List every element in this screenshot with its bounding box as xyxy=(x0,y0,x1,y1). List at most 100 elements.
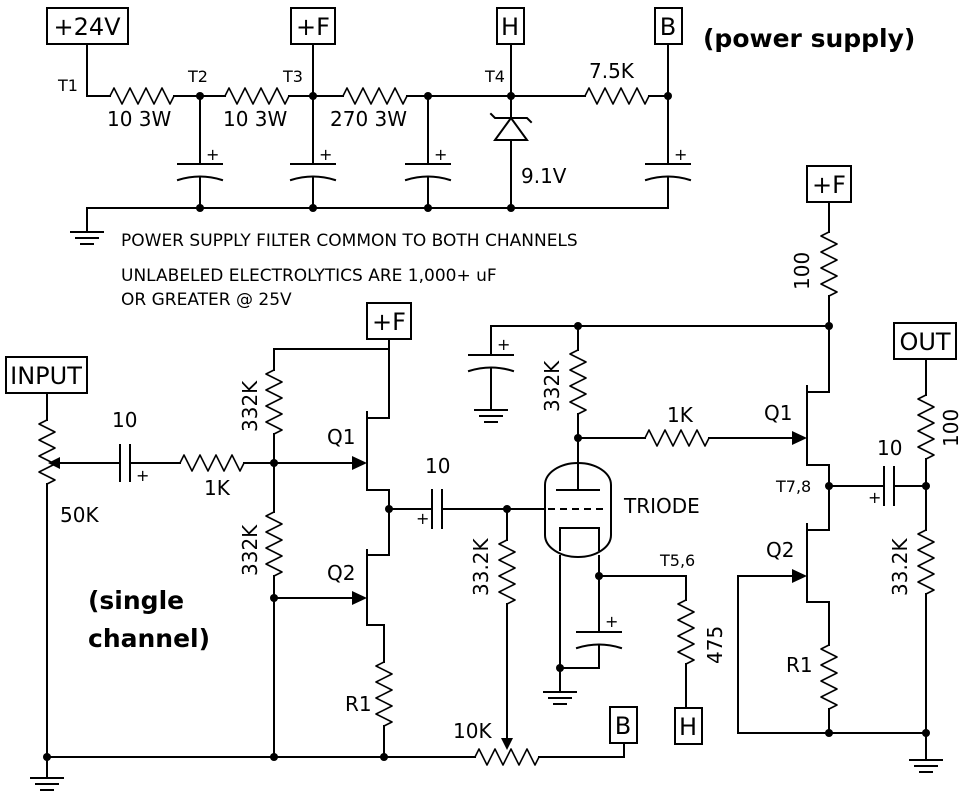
svg-text:+: + xyxy=(434,145,447,164)
pot-10k-label: 10K xyxy=(453,719,492,743)
resistor-7-5k xyxy=(584,87,650,105)
resistor-label-270-3w: 270 3W xyxy=(330,107,407,131)
resistor-bias-upper xyxy=(265,369,283,435)
cap-grid-label: 10 xyxy=(425,454,450,478)
cap-plate-bypass: + xyxy=(467,325,515,411)
rail-f-box-top: +F xyxy=(290,7,336,45)
channel-title-line1: (single xyxy=(88,586,184,615)
svg-text:+: + xyxy=(497,335,510,354)
q2-left-label: Q2 xyxy=(327,561,355,585)
tp-t56: T5,6 xyxy=(659,551,695,570)
resistor-cathode-475 xyxy=(677,599,695,665)
cap-filter-3: + xyxy=(404,95,452,209)
svg-text:+F: +F xyxy=(372,308,406,336)
svg-text:+: + xyxy=(136,466,149,485)
svg-text:B: B xyxy=(615,712,631,740)
triode-label: TRIODE xyxy=(623,494,700,518)
svg-text:INPUT: INPUT xyxy=(10,362,82,390)
svg-text:H: H xyxy=(501,13,519,41)
tp-t2: T2 xyxy=(187,67,208,86)
resistor-10-3w-b xyxy=(224,87,290,105)
resistor-bias-lower-label: 332K xyxy=(238,524,262,576)
svg-text:+: + xyxy=(416,509,429,528)
resistor-100-out xyxy=(917,394,935,460)
cap-filter-1: + xyxy=(176,95,224,209)
resistor-label-10-3w-b: 10 3W xyxy=(223,107,288,131)
q1-left-label: Q1 xyxy=(327,425,355,449)
resistor-grid-label: 33.2K xyxy=(469,537,493,596)
q1-right-label: Q1 xyxy=(764,401,792,425)
resistor-270-3w xyxy=(342,87,408,105)
resistor-label-10-3w-a: 10 3W xyxy=(107,107,172,131)
transistor-q1-right xyxy=(792,385,830,466)
rail-b-box-top: B xyxy=(654,7,683,45)
svg-text:B: B xyxy=(660,13,676,41)
resistor-100-out-label: 100 xyxy=(939,409,960,447)
input-box: INPUT xyxy=(5,356,88,394)
resistor-bias-lower xyxy=(265,511,283,577)
resistor-plate-link-1k xyxy=(644,429,710,447)
transistor-q1-left xyxy=(352,411,390,491)
channel-title-line2: channel) xyxy=(88,624,210,653)
rail-h-box-top: H xyxy=(496,7,525,45)
input-pot-50k xyxy=(38,419,56,485)
tp-t1: T1 xyxy=(57,76,78,95)
resistor-cathode-label: 475 xyxy=(703,626,727,664)
svg-text:+24V: +24V xyxy=(53,13,121,41)
svg-text:H: H xyxy=(679,713,697,741)
ground-icon-input xyxy=(30,777,64,791)
svg-text:+: + xyxy=(868,488,881,507)
q2-right-label: Q2 xyxy=(766,538,794,562)
resistor-100-top xyxy=(820,231,838,297)
ground-icon-output xyxy=(909,759,943,773)
power-supply-title: (power supply) xyxy=(703,24,915,53)
transistor-q2-left xyxy=(352,549,390,663)
resistor-grid-33-2k xyxy=(498,539,516,605)
svg-text:+: + xyxy=(674,145,687,164)
resistor-r1-right xyxy=(820,644,838,710)
resistor-input-label: 1K xyxy=(204,476,231,500)
resistor-out-33-2k xyxy=(917,529,935,595)
rail-h-box-bottom: H xyxy=(674,707,703,745)
power-supply-section: +24V +F H B (power supply) xyxy=(46,7,915,310)
output-box: OUT xyxy=(893,322,957,360)
cap-filter-2: + xyxy=(289,95,337,209)
resistor-bias-upper-label: 332K xyxy=(238,380,262,432)
resistor-out-label: 33.2K xyxy=(888,537,912,596)
cap-input-coupling: + xyxy=(119,444,149,485)
zener-label: 9.1V xyxy=(521,164,567,188)
resistor-100-top-label: 100 xyxy=(790,252,814,290)
svg-text:+F: +F xyxy=(812,171,846,199)
cap-grid-coupling: + xyxy=(416,489,443,529)
svg-text:+: + xyxy=(206,145,219,164)
resistor-label-7-5k: 7.5K xyxy=(589,59,635,83)
pot-10k xyxy=(474,748,540,766)
cap-output-label: 10 xyxy=(877,436,902,460)
tp-t3: T3 xyxy=(282,67,303,86)
r1-right-label: R1 xyxy=(786,653,813,677)
triode-tube xyxy=(544,462,612,669)
svg-text:+F: +F xyxy=(296,13,330,41)
resistor-plate-link-label: 1K xyxy=(667,403,694,427)
rail-24v-box: +24V xyxy=(46,7,129,45)
tp-t78: T7,8 xyxy=(775,477,811,496)
note-electrolytics: UNLABELED ELECTROLYTICS ARE 1,000+ uF xyxy=(121,266,497,286)
resistor-plate-332k xyxy=(569,349,587,415)
resistor-input-1k xyxy=(179,454,245,472)
tp-t4: T4 xyxy=(484,67,505,86)
channel-section: (single channel) INPUT 50K + 10 1K 332K xyxy=(5,165,960,791)
ground-icon-ps xyxy=(70,231,104,245)
cap-filter-4: + xyxy=(644,95,692,209)
resistor-plate-label: 332K xyxy=(540,360,564,412)
ground-icon-cathode xyxy=(543,691,577,705)
input-pot-label: 50K xyxy=(60,503,99,527)
resistor-10-3w-a xyxy=(109,87,175,105)
note-voltage-rating: OR GREATER @ 25V xyxy=(121,290,292,310)
svg-text:+: + xyxy=(605,612,618,631)
note-filter-common: POWER SUPPLY FILTER COMMON TO BOTH CHANN… xyxy=(121,231,578,251)
rail-b-box-bottom: B xyxy=(609,706,638,744)
svg-text:OUT: OUT xyxy=(899,328,950,356)
zener-diode xyxy=(489,95,533,209)
resistor-r1-left xyxy=(375,661,393,727)
